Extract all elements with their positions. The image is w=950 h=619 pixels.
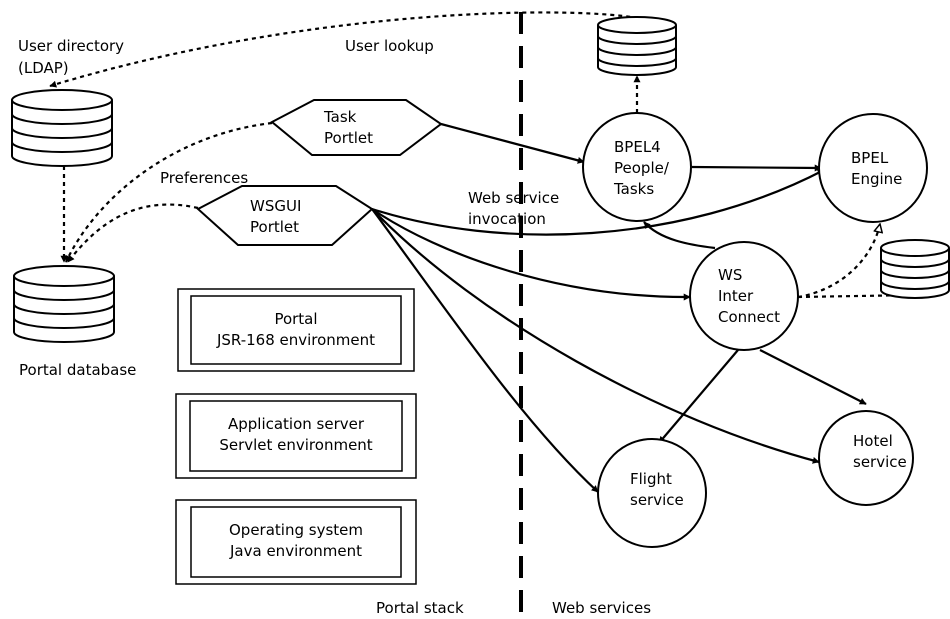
- wsinterconnect-to-engine-arrow: [797, 224, 880, 299]
- ldap-database-icon: [11, 89, 113, 167]
- wsgui-portlet-label-line2: Portlet: [250, 218, 299, 236]
- stack-os-line1: Operating system: [229, 521, 363, 539]
- bpel-engine-label-line2: Engine: [851, 170, 902, 188]
- wsgui-to-hotel-arrow: [371, 208, 820, 464]
- label-portal-stack: Portal stack: [376, 599, 464, 617]
- stack-appserver-line1: Application server: [228, 415, 365, 433]
- label-portal-database: Portal database: [19, 361, 136, 379]
- label-web-services: Web services: [552, 599, 651, 617]
- bpel4people-label-line2: People/: [614, 159, 670, 177]
- portal-database-icon: [13, 265, 115, 343]
- wsinterconnect-to-hotel-arrow: [759, 349, 867, 405]
- label-web-service-invocation-line2: invocation: [468, 210, 546, 228]
- wsinterconnect-to-bpel4people-arrow: [643, 221, 716, 250]
- bpel4people-label-line3: Tasks: [613, 180, 654, 198]
- stack-os-line2: Java environment: [229, 542, 362, 560]
- ws-interconnect-label-line2: Inter: [718, 287, 754, 305]
- bpel4people-label-line1: BPEL4: [614, 138, 661, 156]
- flight-service-label-line2: service: [630, 491, 684, 509]
- flight-service-node: Flight service: [597, 438, 707, 548]
- task-portlet-label-line1: Task: [323, 108, 357, 126]
- ws-interconnect-label-line3: Connect: [718, 308, 780, 326]
- label-user-lookup: User lookup: [345, 37, 434, 55]
- task-portlet-to-bpel4people-arrow: [440, 122, 585, 164]
- bpel4people-to-engine-arrow: [691, 164, 822, 172]
- hotel-service-label-line2: service: [853, 453, 907, 471]
- wsgui-to-wsinterconnect-arrow: [371, 208, 691, 301]
- label-user-directory-line2: (LDAP): [18, 59, 69, 77]
- flight-service-label-line1: Flight: [630, 470, 672, 488]
- stack-portal-line2: JSR-168 environment: [216, 331, 375, 349]
- label-web-service-invocation-line1: Web service: [468, 189, 559, 207]
- hotel-service-node: Hotel service: [818, 410, 914, 506]
- wsinterconnect-to-flight-arrow: [658, 349, 739, 444]
- interconnect-database-icon: [880, 239, 950, 299]
- wsgui-portlet-label-line1: WSGUI: [250, 197, 301, 215]
- wsgui-portlet: WSGUI Portlet: [196, 185, 374, 246]
- wsgui-to-engine-arrow: [371, 169, 825, 236]
- bpel4people-node: BPEL4 People/ Tasks: [582, 112, 692, 222]
- bpel-engine-label-line1: BPEL: [851, 149, 889, 167]
- wsgui-to-portal-db-arrow: [67, 203, 199, 263]
- task-portlet-label-line2: Portlet: [324, 129, 373, 147]
- stack-appserver-line2: Servlet environment: [219, 436, 372, 454]
- task-portlet: Task Portlet: [270, 99, 443, 156]
- bpel-engine-node: BPEL Engine: [818, 113, 928, 223]
- label-preferences: Preferences: [160, 169, 248, 187]
- label-user-directory-line1: User directory: [18, 37, 124, 55]
- stack-portal-box: Portal JSR-168 environment: [177, 288, 415, 372]
- stack-os-box: Operating system Java environment: [175, 499, 417, 585]
- wsgui-to-flight-arrow: [371, 208, 599, 493]
- stack-appserver-box: Application server Servlet environment: [175, 393, 417, 479]
- ws-interconnect-node: WS Inter Connect: [689, 241, 799, 351]
- hotel-service-label-line1: Hotel: [853, 432, 893, 450]
- stack-portal-line1: Portal: [274, 310, 317, 328]
- user-lookup-arrow: [49, 11, 639, 88]
- ws-interconnect-label-line1: WS: [718, 266, 742, 284]
- tasks-database-icon: [597, 16, 677, 76]
